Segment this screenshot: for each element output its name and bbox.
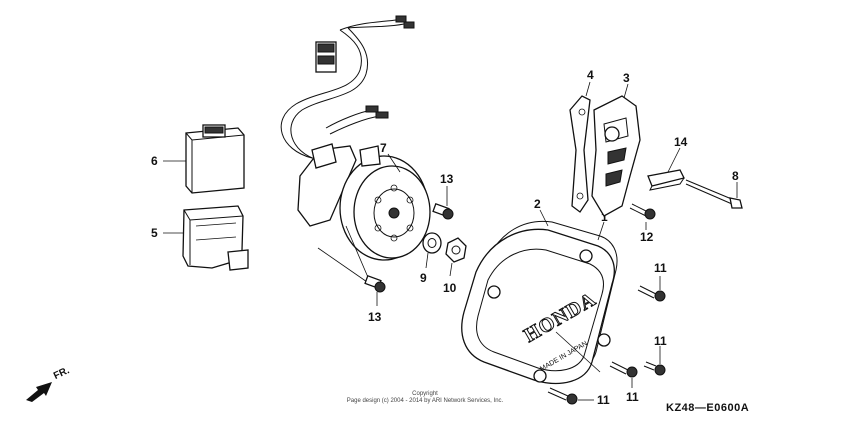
diagram-code: KZ48—E0600A <box>666 402 750 414</box>
callout-11-c: 11 <box>626 390 639 404</box>
bracket-14[interactable] <box>647 169 685 191</box>
callout-6: 6 <box>151 154 158 168</box>
copyright-title: Copyright <box>412 391 438 397</box>
callout-9: 9 <box>420 271 427 285</box>
callout-1: 1 <box>601 210 608 224</box>
copyright-text: Page design (c) 2004 - 2014 by ARI Netwo… <box>346 398 504 404</box>
stator-flywheel[interactable] <box>297 143 431 261</box>
callout-7: 7 <box>380 141 387 155</box>
callout-3: 3 <box>623 71 630 85</box>
bolt-11-a[interactable] <box>637 285 666 302</box>
bolt-11-c[interactable] <box>609 361 638 378</box>
callout-5: 5 <box>151 226 158 240</box>
nut-10[interactable] <box>445 237 467 263</box>
callout-13-lower: 13 <box>368 310 382 324</box>
bolt-8[interactable] <box>685 179 743 209</box>
callout-11-d: 11 <box>597 393 610 407</box>
front-direction-arrow-icon <box>26 382 52 402</box>
copyright-notice: Copyright Page design (c) 2004 - 2014 by… <box>300 391 550 405</box>
callout-12: 12 <box>640 230 654 244</box>
sprocket-guard-3[interactable] <box>591 95 641 217</box>
plate-4[interactable] <box>569 95 591 213</box>
callout-4: 4 <box>587 68 594 82</box>
bolt-13-upper[interactable] <box>432 203 454 220</box>
bolt-12[interactable] <box>629 203 656 220</box>
cdi-rubber-mount[interactable] <box>182 205 249 271</box>
bolt-13-lower[interactable] <box>364 275 386 293</box>
bolt-11-b[interactable] <box>643 361 666 376</box>
callout-13-upper: 13 <box>440 172 454 186</box>
bolt-11-d[interactable] <box>547 387 578 405</box>
cdi-unit[interactable] <box>185 124 245 194</box>
callout-11-b: 11 <box>654 334 667 348</box>
wire-harness <box>280 15 415 161</box>
left-crankcase-cover-1[interactable]: HONDA MADE IN JAPAN <box>461 228 615 384</box>
washer-9[interactable] <box>422 232 442 254</box>
callout-10: 10 <box>443 281 457 295</box>
callout-11-a: 11 <box>654 261 667 275</box>
callout-14: 14 <box>674 135 688 149</box>
callout-2: 2 <box>534 197 541 211</box>
callout-8: 8 <box>732 169 739 183</box>
